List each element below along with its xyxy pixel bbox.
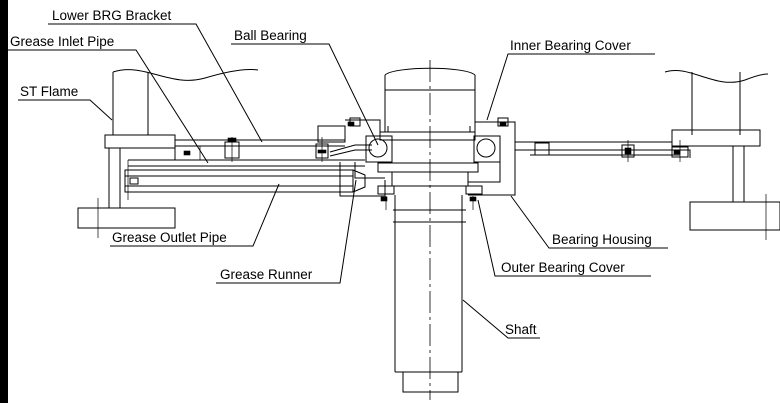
- st-flame-left: [77, 69, 259, 238]
- label-outer-bearing-cover: Outer Bearing Cover: [501, 260, 625, 275]
- lower-brg-bracket-left: [174, 137, 345, 162]
- label-bearing-housing: Bearing Housing: [552, 232, 652, 247]
- label-grease-outlet-pipe: Grease Outlet Pipe: [112, 230, 227, 245]
- leader-lines: [8, 23, 668, 339]
- ball-bearing: [365, 135, 501, 163]
- labels: Lower BRG Bracket Grease Inlet Pipe ST F…: [10, 8, 652, 337]
- label-inner-bearing-cover: Inner Bearing Cover: [510, 38, 631, 53]
- label-grease-inlet-pipe: Grease Inlet Pipe: [10, 34, 114, 49]
- bolts: [183, 121, 681, 202]
- shaft: [384, 67, 476, 393]
- label-ball-bearing: Ball Bearing: [234, 28, 307, 43]
- st-flame-right: [664, 70, 780, 240]
- grease-outlet-pipe: [124, 169, 366, 193]
- left-border-strip: [0, 0, 8, 403]
- inner-bearing-cover: [379, 126, 476, 141]
- label-st-flame: ST Flame: [20, 84, 78, 99]
- label-lower-brg-bracket: Lower BRG Bracket: [52, 8, 172, 23]
- label-shaft: Shaft: [505, 322, 537, 337]
- lower-brg-bracket-right: [515, 140, 691, 162]
- grease-inlet-pipe: [127, 144, 372, 200]
- label-grease-runner: Grease Runner: [220, 267, 313, 282]
